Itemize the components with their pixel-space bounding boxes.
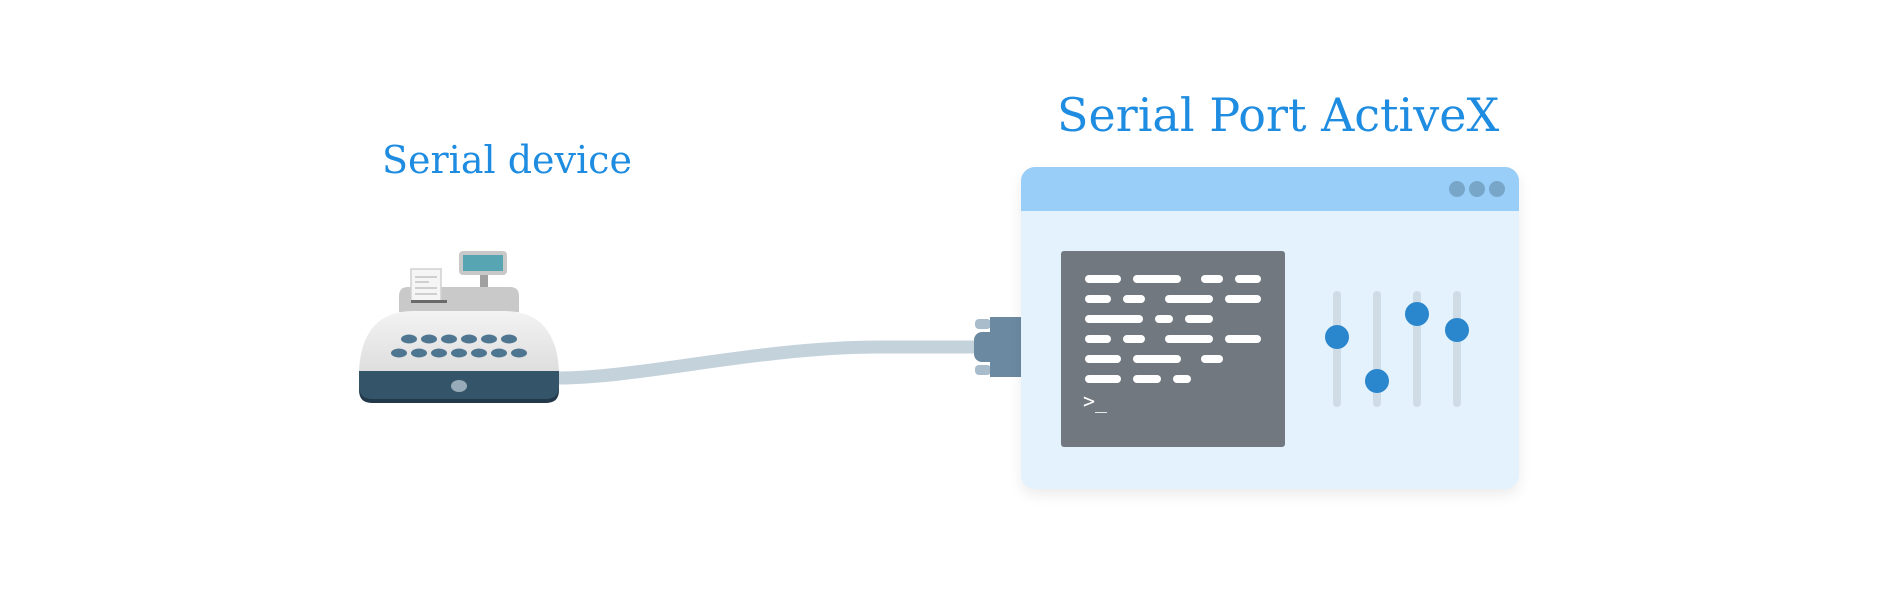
terminal-line [1235,275,1261,283]
slider-knob[interactable] [1445,318,1469,343]
terminal-line [1123,335,1145,343]
terminal-line [1173,375,1191,383]
serial-cable [558,340,976,385]
terminal-line [1155,315,1173,323]
terminal-line [1185,315,1213,323]
window-titlebar [1021,167,1519,211]
terminal-line [1085,275,1121,283]
cash-register-icon [359,251,559,403]
terminal-panel: >_ [1061,251,1285,447]
terminal-line [1085,355,1121,363]
slider-knob[interactable] [1365,369,1389,394]
window-dot-icon [1469,181,1485,197]
terminal-line [1133,355,1181,363]
slider-knob[interactable] [1405,302,1429,327]
terminal-line [1225,295,1261,303]
slider-track[interactable] [1413,291,1421,407]
serial-device-label: Serial device [382,138,632,182]
window-dot-icon [1449,181,1465,197]
terminal-line [1123,295,1145,303]
terminal-line [1085,375,1121,383]
slider-track[interactable] [1453,291,1461,407]
terminal-line [1165,335,1213,343]
activex-window: >_ [1021,167,1519,489]
window-dot-icon [1489,181,1505,197]
terminal-line [1133,375,1161,383]
terminal-line [1201,355,1223,363]
terminal-line [1201,275,1223,283]
terminal-line [1085,335,1111,343]
terminal-line [1165,295,1213,303]
serial-port-activex-title: Serial Port ActiveX [1057,88,1500,142]
terminal-line [1225,335,1261,343]
terminal-line [1133,275,1181,283]
slider-knob[interactable] [1325,325,1349,350]
serial-connector-icon [974,317,1022,377]
terminal-prompt: >_ [1083,389,1108,413]
terminal-line [1085,315,1143,323]
terminal-line [1085,295,1111,303]
slider-track[interactable] [1373,291,1381,407]
